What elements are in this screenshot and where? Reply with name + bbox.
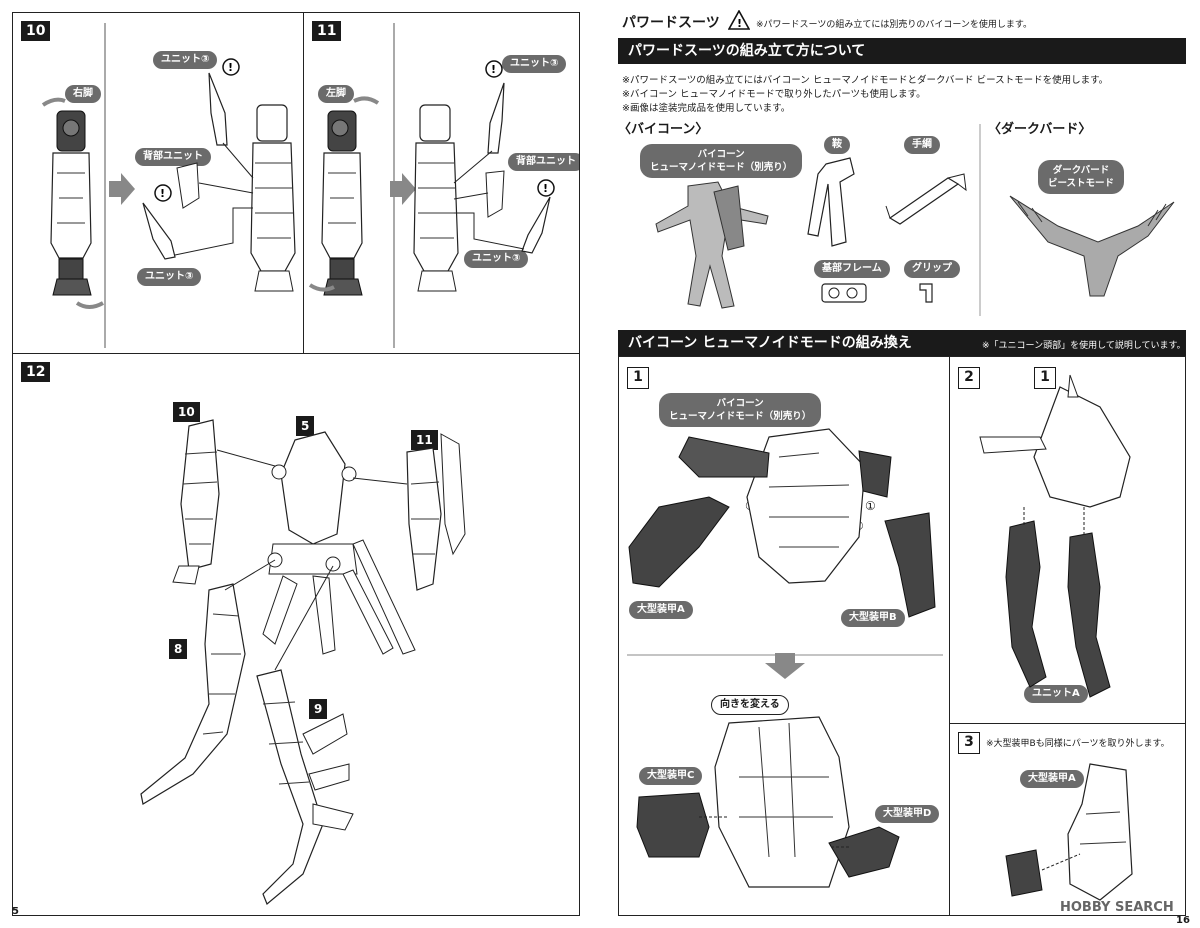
armor-d-label: 大型装甲D <box>875 805 940 823</box>
step-number: 3 <box>958 732 980 754</box>
step-10-panel: 10 右脚 ユニット③ 背部ユニット ユニット③ <box>12 12 304 354</box>
powered-suit-title: パワードスーツ <box>622 15 720 31</box>
armor-b-label: 大型装甲B <box>841 609 905 627</box>
back-unit-label: 背部ユニット <box>135 148 211 166</box>
bicorn-label: バイコーン ヒューマノイドモード（別売り） <box>659 393 822 427</box>
svg-text:!: ! <box>228 61 233 74</box>
unit-label: ユニット③ <box>464 250 529 268</box>
svg-text:!: ! <box>737 17 742 30</box>
warning-note: ※パワードスーツの組み立てには別売りのバイコーンを使用します。 <box>756 20 1033 30</box>
bicorn-label: バイコーン ヒューマノイドモード（別売り） <box>640 144 803 178</box>
assembly-info-panel: パワードスーツ ! ※パワードスーツの組み立てには別売りのバイコーンを使用します… <box>618 6 1186 321</box>
part-callout: 5 <box>296 416 315 436</box>
assembly-note: ※画像は塗装完成品を使用しています。 <box>622 103 791 114</box>
leg-assembly-illustration: ! ! <box>308 23 555 348</box>
unit-label: ユニット③ <box>153 51 218 69</box>
assembly-note: ※パワードスーツの組み立てにはバイコーン ヒューマノイドモードとダークバード ビ… <box>622 75 1109 86</box>
watermark: HOBBY SEARCH <box>1060 900 1174 915</box>
darkbird-heading: 〈ダークバード〉 <box>988 122 1092 137</box>
unit-label: ユニット③ <box>137 268 202 286</box>
svg-text:!: ! <box>543 182 548 195</box>
part-callout: 9 <box>309 699 328 719</box>
part-label-base-frame: 基部フレーム <box>814 260 890 278</box>
unit-a-label: ユニットA <box>1024 685 1088 703</box>
page-number: 16 <box>1176 915 1190 926</box>
darkbird-label: ダークバード ビーストモード <box>1038 160 1125 194</box>
leg-label: 左脚 <box>318 85 354 103</box>
armor-part-illustration <box>1005 763 1133 901</box>
step-number: 1 <box>627 367 649 389</box>
step-number: 10 <box>21 21 51 41</box>
step-11-panel: 11 左脚 ユニット③ 背部ユニット ユニット③ ! <box>303 12 580 354</box>
rebuild-title-bar: バイコーン ヒューマノイドモードの組み換え <box>618 330 1186 356</box>
full-assembly-illustration <box>140 419 466 905</box>
order-marker: ① <box>865 499 876 513</box>
rebuild-note: ※「ユニコーン頭部」を使用して説明しています。 <box>982 341 1186 351</box>
bicorn-heading: 〈バイコーン〉 <box>618 122 709 137</box>
page-number: 15 <box>12 906 19 916</box>
back-unit-label: 背部ユニット <box>508 153 579 171</box>
part-callout: 8 <box>169 639 188 659</box>
leg-assembly-illustration: ! ! <box>41 23 296 348</box>
step-reference: 1 <box>1034 367 1056 389</box>
step-3-note: ※大型装甲Bも同様にパーツを取り外します。 <box>986 739 1170 749</box>
armor-a-label: 大型装甲A <box>1020 770 1084 788</box>
part-callout: 10 <box>173 402 200 422</box>
section-title-bar: パワードスーツの組み立て方について <box>618 38 1186 64</box>
svg-text:!: ! <box>160 187 165 200</box>
part-label-saddle: 鞍 <box>824 136 850 154</box>
svg-text:!: ! <box>491 63 496 76</box>
part-callout: 11 <box>411 430 438 450</box>
rebuild-step-3-panel: 3 ※大型装甲Bも同様にパーツを取り外します。 大型装甲A <box>949 723 1186 916</box>
leg-label: 右脚 <box>65 85 101 103</box>
parts-illustration <box>655 124 1175 316</box>
armor-removal-illustration <box>627 428 943 888</box>
turn-label: 向きを変える <box>711 695 789 715</box>
rebuild-step-2-panel: 2 1 ユニットA <box>949 356 1186 724</box>
part-label-grip: グリップ <box>904 260 960 278</box>
step-number: 11 <box>312 21 342 41</box>
warning-icon: ! <box>728 10 750 30</box>
step-number: 12 <box>21 362 51 382</box>
leg-removal-illustration <box>979 374 1131 698</box>
step-12-panel: 12 10 5 11 8 9 <box>12 353 580 916</box>
step-number: 2 <box>958 367 980 389</box>
unit-label: ユニット③ <box>502 55 567 73</box>
rebuild-step-1-panel: 1 バイコーン ヒューマノイドモード（別売り） 大型装甲A 大型装甲B 向きを変… <box>618 356 950 916</box>
assembly-note: ※バイコーン ヒューマノイドモードで取り外したパーツも使用します。 <box>622 89 926 100</box>
part-label-reins: 手綱 <box>904 136 940 154</box>
armor-c-label: 大型装甲C <box>639 767 703 785</box>
armor-a-label: 大型装甲A <box>629 601 693 619</box>
